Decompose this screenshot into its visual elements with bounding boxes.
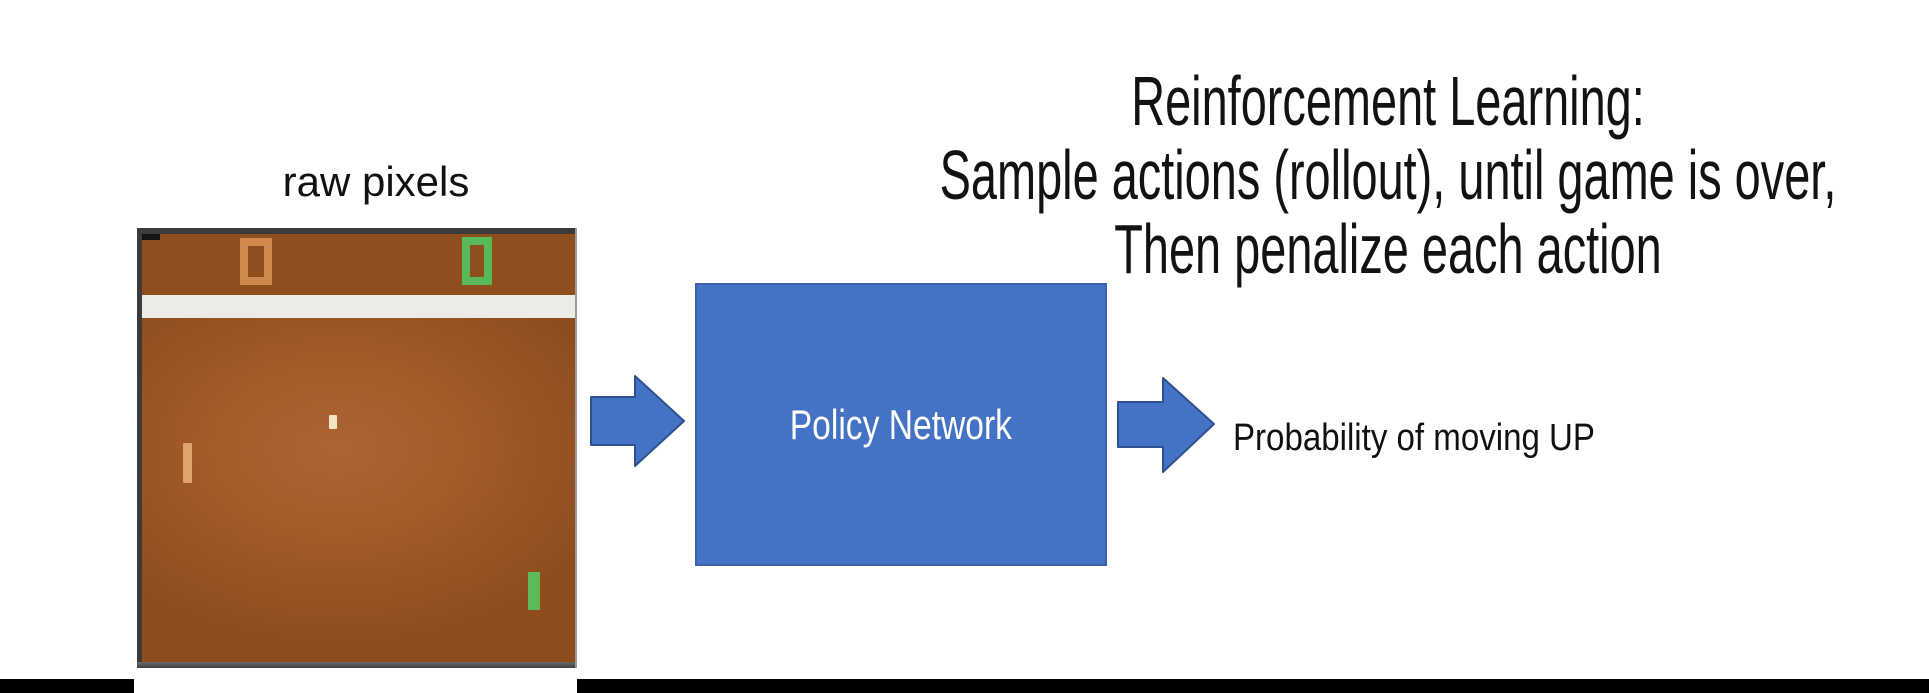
pong-left-score-zero: [240, 238, 272, 285]
title-line-2: Sample actions (rollout), until game is …: [939, 136, 1837, 214]
policy-network-box: Policy Network: [695, 283, 1107, 566]
pong-right-score-zero: [462, 237, 492, 285]
pong-game-screenshot: [137, 228, 577, 668]
input-arrow-icon: [590, 375, 685, 467]
title-line-3: Then penalize each action: [1114, 210, 1662, 288]
slide-title: Reinforcement Learning: Sample actions (…: [718, 64, 1929, 286]
pong-frame-bottom: [137, 662, 577, 668]
pong-playfield: [142, 318, 575, 662]
pong-left-paddle: [183, 443, 192, 483]
policy-network-label: Policy Network: [789, 400, 1013, 448]
raw-pixels-label: raw pixels: [282, 158, 470, 205]
pong-frame-left: [137, 228, 142, 668]
probability-output-label: Probability of moving UP: [1233, 417, 1595, 459]
pong-right-paddle: [528, 572, 540, 610]
pong-frame-top: [137, 228, 577, 234]
pong-corner-notch: [142, 234, 160, 240]
title-line-1: Reinforcement Learning:: [1131, 62, 1645, 140]
output-arrow-icon: [1117, 377, 1215, 473]
bottom-black-bar-right: [577, 679, 1929, 693]
pong-ball: [329, 415, 337, 429]
pong-divider-band: [142, 295, 575, 318]
pong-frame-right: [575, 228, 577, 668]
bottom-black-bar-left: [0, 679, 134, 693]
